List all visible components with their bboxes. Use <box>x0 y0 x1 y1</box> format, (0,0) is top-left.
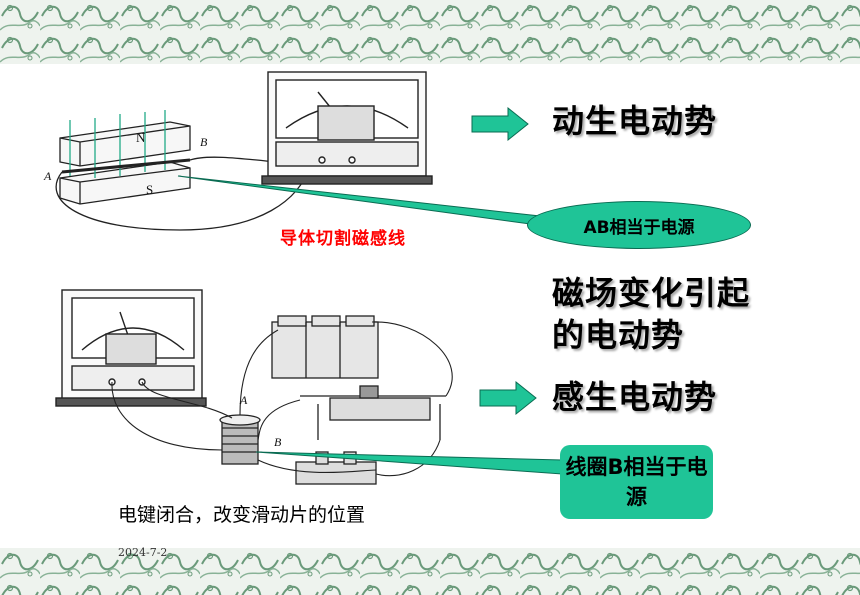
arrow-right-icon <box>471 106 529 142</box>
switch <box>295 451 377 485</box>
label-field-change-emf: 磁场变化引起的电动势 <box>552 274 751 354</box>
point-b-label: B <box>200 135 208 149</box>
wires <box>111 321 453 477</box>
coil-b-label: B <box>274 435 282 449</box>
galvanometer-bottom <box>55 289 207 407</box>
rheostat <box>300 385 446 440</box>
magnet-s-label: S <box>146 182 153 197</box>
top-decorative-border <box>0 0 860 64</box>
caption-conductor-cutting: 导体切割磁感线 <box>280 229 406 249</box>
callout-coil-source: 线圈B相当于电源 <box>560 445 713 519</box>
label-motional-emf: 动生电动势 <box>552 102 718 140</box>
coils <box>219 414 261 465</box>
label-induced-emf: 感生电动势 <box>552 378 718 416</box>
border-pattern <box>0 548 860 595</box>
bottom-decorative-border <box>0 548 860 595</box>
caption-switch-closed: 电键闭合，改变滑动片的位置 <box>118 504 366 526</box>
slide-date: 2024-7-2 <box>118 546 168 559</box>
battery <box>271 315 379 379</box>
coil-a-label: A <box>239 393 248 407</box>
border-pattern <box>0 0 860 64</box>
arrow-right-icon <box>479 380 537 416</box>
point-a-label: A <box>43 169 52 183</box>
galvanometer-top <box>261 71 433 185</box>
callout-ab-source: AB相当于电源 <box>527 201 751 249</box>
magnet-n-label: N <box>136 130 146 145</box>
